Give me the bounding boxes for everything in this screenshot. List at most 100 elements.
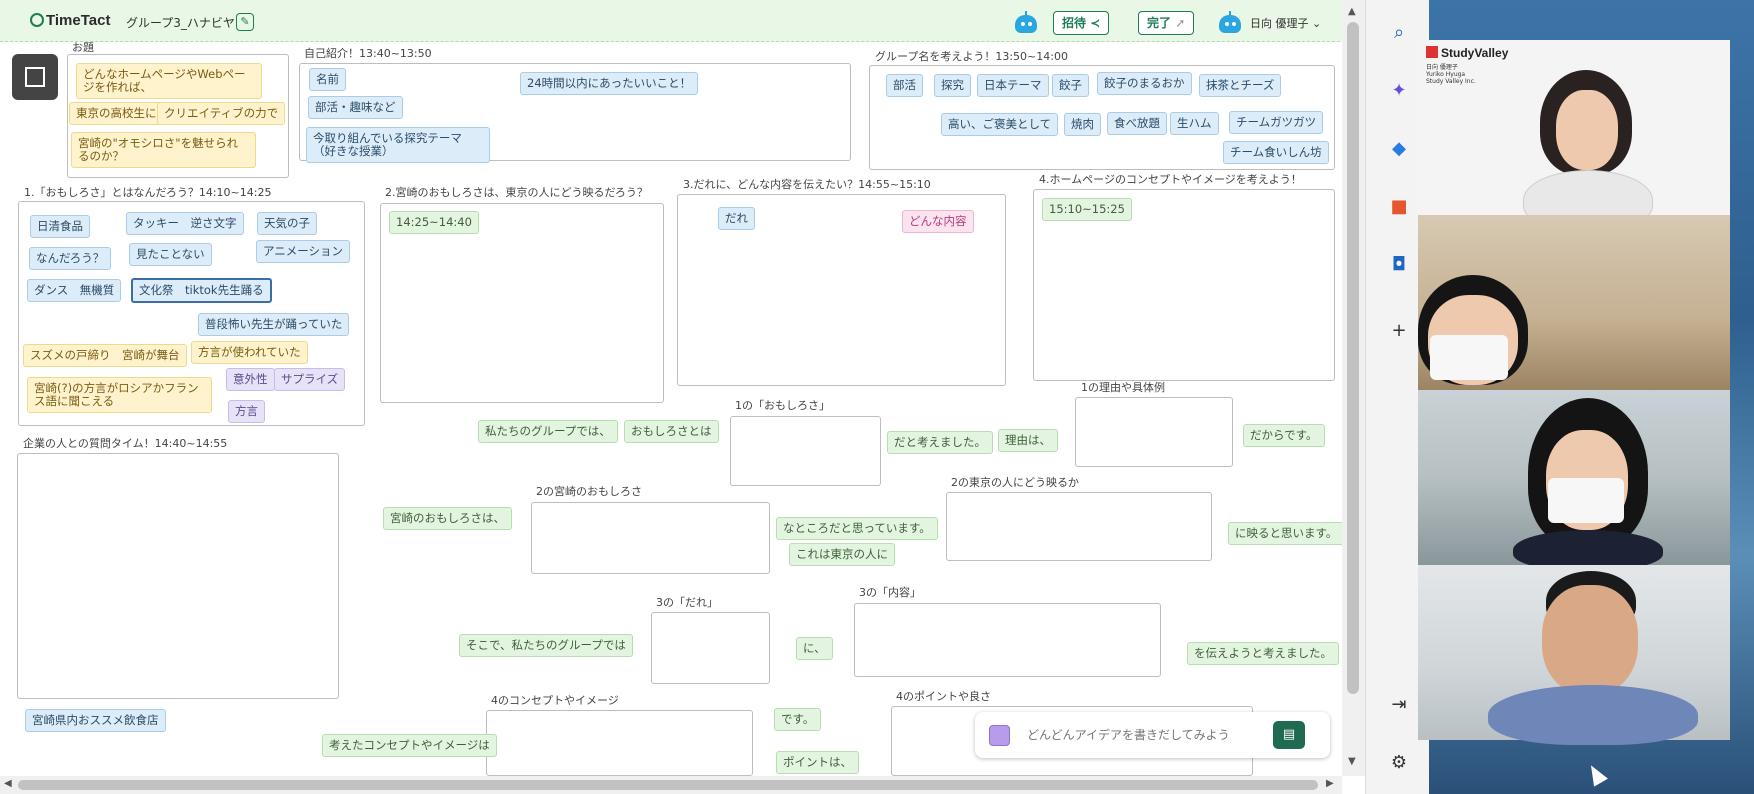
sticky-note[interactable]: を伝えようと考えました。 xyxy=(1187,642,1339,665)
sticky-note[interactable]: 今取り組んでいる探究テーマ（好きな授業） xyxy=(306,127,490,163)
sticky-note[interactable]: 食べ放題 xyxy=(1107,112,1167,135)
qa-frame[interactable] xyxy=(17,453,339,699)
horizontal-scroll-thumb[interactable] xyxy=(18,780,1318,790)
exit-panel-icon[interactable]: ⇥ xyxy=(1391,694,1407,715)
sticky-note[interactable]: 意外性 xyxy=(226,368,275,391)
sticky-note[interactable]: 抹茶とチーズ xyxy=(1199,74,1282,97)
section2-frame[interactable] xyxy=(380,203,664,403)
sticky-note[interactable]: 14:25~14:40 xyxy=(389,211,479,234)
sticky-note[interactable]: チームガツガツ xyxy=(1229,111,1324,134)
sticky-note[interactable]: なところだと思っています。 xyxy=(776,517,938,540)
sticky-note[interactable]: 宮崎の"オモシロさ"を魅せられるのか？ xyxy=(71,132,256,168)
scroll-down-icon[interactable]: ▼ xyxy=(1348,756,1356,767)
sticky-note[interactable]: に、 xyxy=(796,637,833,660)
chevron-down-icon: ⌄ xyxy=(1312,17,1322,30)
sticky-note[interactable]: 15:10~15:25 xyxy=(1042,198,1132,221)
sticky-note[interactable]: 東京の高校生に xyxy=(69,102,164,125)
vertical-scrollbar[interactable]: ▲ ▼ xyxy=(1342,0,1365,776)
sticky-note[interactable]: だからです。 xyxy=(1243,424,1325,447)
sticky-note[interactable]: どんなホームページやWebページを作れば、 xyxy=(76,63,262,99)
sticky-note[interactable]: 24時間以内にあったいいこと！ xyxy=(520,72,699,95)
settings-icon[interactable]: ⚙ xyxy=(1390,752,1408,773)
sticky-note[interactable]: なんだろう？ xyxy=(29,247,112,270)
horizontal-scrollbar[interactable]: ◀ ▶ xyxy=(0,776,1342,794)
sticky-note[interactable]: どんな内容 xyxy=(902,210,974,233)
user-avatar[interactable] xyxy=(1217,11,1243,33)
frame-tool-button[interactable] xyxy=(12,54,58,100)
sticky-note[interactable]: 日清食品 xyxy=(30,215,90,238)
sticky-note[interactable]: タッキー 逆さ文字 xyxy=(126,212,244,235)
vertical-scroll-thumb[interactable] xyxy=(1347,22,1359,694)
scroll-left-icon[interactable]: ◀ xyxy=(4,778,12,789)
sticky-note[interactable]: 宮崎(?)の方言がロシアかフランス語に聞こえる xyxy=(27,377,212,413)
answer-box[interactable] xyxy=(486,710,753,776)
sticky-note[interactable]: クリエイティブの力で xyxy=(157,102,286,125)
robot-assistant-icon[interactable] xyxy=(1013,11,1039,33)
group-name: グループ3_ハナビヤ xyxy=(126,16,235,30)
sticky-note[interactable]: 部活・趣味など xyxy=(308,96,403,119)
sticky-note[interactable]: 餃子のまるおか xyxy=(1097,72,1192,95)
sticky-note[interactable]: これは東京の人に xyxy=(789,543,895,566)
idea-input[interactable] xyxy=(1027,724,1247,746)
sticky-note[interactable]: 餃子 xyxy=(1052,74,1089,97)
sticky-note[interactable]: 考えたコンセプトやイメージは xyxy=(322,734,497,757)
sticky-note[interactable]: 探究 xyxy=(934,74,971,97)
presenter-caption: 日向 優理子 Yuriko Hyuga Study Valley Inc. xyxy=(1426,64,1476,85)
sticky-note-selected[interactable]: 文化祭 tiktok先生踊る xyxy=(131,278,272,303)
frame-icon xyxy=(25,67,45,87)
done-button[interactable]: 完了 ➚ xyxy=(1138,11,1195,35)
sticky-note[interactable]: おもしろさとは xyxy=(624,420,719,443)
sticky-note[interactable]: 日本テーマ xyxy=(977,74,1049,97)
search-icon[interactable]: ⌕ xyxy=(1393,22,1405,43)
sticky-note[interactable]: です。 xyxy=(774,708,822,731)
sticky-note[interactable]: スズメの戸締り 宮崎が舞台 xyxy=(23,344,187,367)
sticky-note[interactable]: 方言 xyxy=(228,400,265,423)
scroll-up-icon[interactable]: ▲ xyxy=(1348,6,1356,17)
sticky-note[interactable]: だれ xyxy=(718,207,755,230)
sticky-color-picker[interactable] xyxy=(989,725,1010,746)
sticky-note[interactable]: 高い、ご褒美として xyxy=(941,113,1059,136)
answer-box[interactable] xyxy=(651,612,770,684)
add-idea-button[interactable]: ▤ xyxy=(1273,721,1305,749)
sticky-note[interactable]: 部活 xyxy=(886,74,923,97)
rocket-icon: ➚ xyxy=(1175,16,1186,30)
sticky-note[interactable]: 生ハム xyxy=(1170,112,1219,135)
user-menu[interactable]: 日向 優理子 ⌄ xyxy=(1250,17,1322,30)
sticky-note[interactable]: チーム食いしん坊 xyxy=(1223,141,1329,164)
sticky-note[interactable]: 宮崎県内おススメ飲食店 xyxy=(25,709,166,732)
sticky-note[interactable]: ダンス 無機質 xyxy=(27,279,122,302)
sticky-note[interactable]: 普段怖い先生が踊っていた xyxy=(198,313,350,336)
plus-icon[interactable]: + xyxy=(1391,320,1407,341)
sticky-note[interactable]: だと考えました。 xyxy=(887,431,993,454)
section4-frame[interactable] xyxy=(1033,189,1335,381)
sticky-note[interactable]: 焼肉 xyxy=(1064,113,1101,136)
answer-box[interactable] xyxy=(730,416,881,486)
office-icon[interactable]: ■ xyxy=(1390,196,1408,217)
sticky-note[interactable]: 宮崎のおもしろさは、 xyxy=(383,507,512,530)
sticky-note[interactable]: そこで、私たちのグループでは xyxy=(459,634,633,657)
sticky-note[interactable]: に映ると思います。 xyxy=(1228,522,1345,545)
sticky-note[interactable]: 方言が使われていた xyxy=(191,341,308,364)
answer-box[interactable] xyxy=(946,492,1212,561)
outlook-icon[interactable]: ◘ xyxy=(1391,254,1407,275)
answer-box[interactable] xyxy=(854,603,1161,677)
template-label: 4のコンセプトやイメージ xyxy=(491,694,619,707)
invite-button[interactable]: 招待 ≺ xyxy=(1053,11,1110,35)
sticky-note[interactable]: ポイントは、 xyxy=(776,751,859,774)
sticky-note[interactable]: 天気の子 xyxy=(257,212,317,235)
groupname-title: グループ名を考えよう！13:50~14:00 xyxy=(875,50,1068,63)
tag-icon[interactable]: ◆ xyxy=(1392,138,1406,159)
share-icon: ≺ xyxy=(1090,16,1101,30)
sticky-note[interactable]: アニメーション xyxy=(256,240,351,263)
sticky-note[interactable]: 名前 xyxy=(309,68,346,91)
answer-box[interactable] xyxy=(531,502,770,574)
copilot-icon[interactable]: ✦ xyxy=(1391,80,1407,101)
sticky-note[interactable]: 私たちのグループでは、 xyxy=(478,420,618,443)
sticky-note[interactable]: サプライズ xyxy=(274,368,346,391)
scroll-right-icon[interactable]: ▶ xyxy=(1326,778,1334,789)
edit-group-name-button[interactable]: ✎ xyxy=(236,13,254,31)
sticky-note[interactable]: 見たことない xyxy=(129,243,212,266)
timetact-logo[interactable]: TimeTact xyxy=(30,12,110,29)
answer-box[interactable] xyxy=(1075,397,1233,467)
sticky-note[interactable]: 理由は、 xyxy=(998,429,1058,452)
